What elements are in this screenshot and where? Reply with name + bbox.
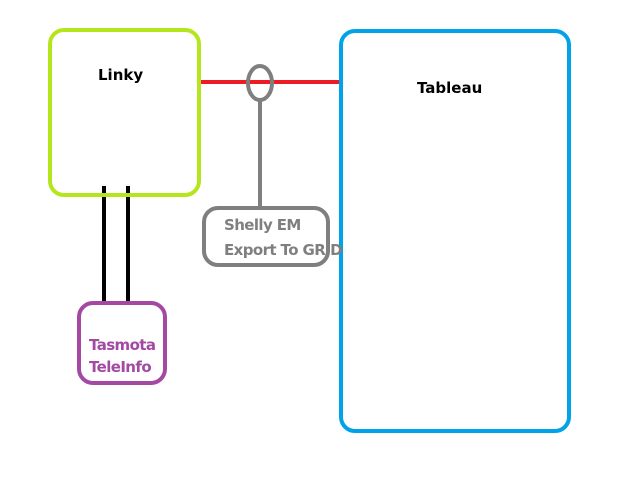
tableau-box [339, 29, 571, 433]
linky-label: Linky [98, 66, 143, 84]
shelly-box [202, 206, 330, 267]
tasmota-label-line1: Tasmota [89, 336, 155, 354]
tasmota-label-line2: TeleInfo [89, 358, 151, 376]
tasmota-box [77, 301, 167, 385]
tableau-label: Tableau [417, 79, 482, 97]
shelly-label-line1: Shelly EM [224, 216, 301, 234]
linky-box [48, 28, 201, 197]
shelly-label-line2: Export To GRID [224, 241, 342, 259]
